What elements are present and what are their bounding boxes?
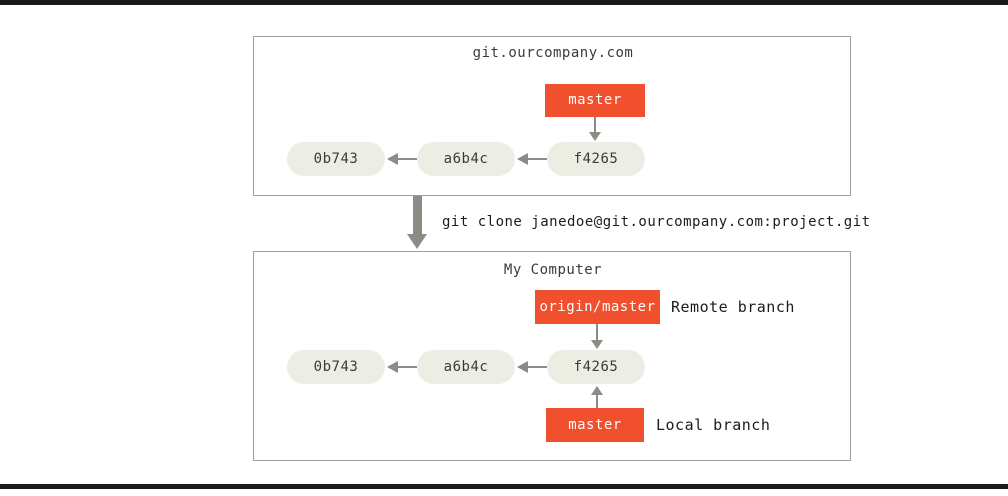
clone-arrow-shaft: [413, 196, 422, 234]
server-commit-f4265: f4265: [547, 142, 645, 176]
remote-branch-box: origin/master: [535, 290, 660, 324]
local-parent-arrow-left-icon: [387, 361, 398, 373]
server-commit-0b743: 0b743: [287, 142, 385, 176]
server-repo-title: git.ourcompany.com: [472, 45, 634, 61]
local-parent-arrow-shaft: [397, 366, 417, 368]
server-parent-arrow-left-icon: [517, 153, 528, 165]
clone-command-label: git clone janedoe@git.ourcompany.com:pro…: [442, 214, 871, 230]
remote-branch-note: Remote branch: [671, 298, 795, 316]
server-branch-arrow-shaft: [594, 117, 596, 133]
local-parent-arrow-shaft: [527, 366, 547, 368]
local-branch-arrow-up-icon: [591, 386, 603, 395]
remote-branch-arrow-shaft: [596, 324, 598, 341]
server-commit-a6b4c: a6b4c: [417, 142, 515, 176]
local-commit-0b743: 0b743: [287, 350, 385, 384]
page-bottom-rule: [0, 484, 1008, 489]
local-commit-f4265: f4265: [547, 350, 645, 384]
server-parent-arrow-left-icon: [387, 153, 398, 165]
server-master-branch-box: master: [545, 84, 645, 117]
server-parent-arrow-shaft: [527, 158, 547, 160]
local-commit-a6b4c: a6b4c: [417, 350, 515, 384]
local-branch-arrow-shaft: [596, 394, 598, 408]
server-branch-arrow-down-icon: [589, 132, 601, 141]
local-parent-arrow-left-icon: [517, 361, 528, 373]
page-top-rule: [0, 0, 1008, 5]
local-master-branch-box: master: [546, 408, 644, 442]
server-parent-arrow-shaft: [397, 158, 417, 160]
remote-branch-arrow-down-icon: [591, 340, 603, 349]
local-repo-title: My Computer: [503, 262, 603, 278]
clone-arrow-down-icon: [407, 234, 427, 249]
local-branch-note: Local branch: [656, 416, 771, 434]
